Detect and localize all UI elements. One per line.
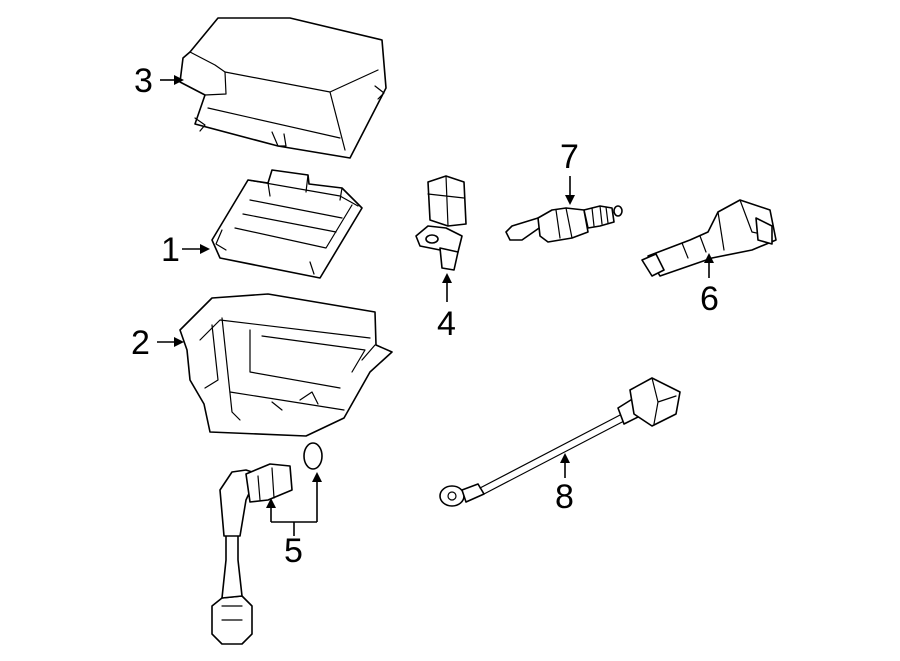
leader-8 — [560, 453, 570, 478]
leader-3 — [160, 75, 184, 85]
part-4-sensor[interactable] — [415, 175, 467, 271]
part-3-module-cover[interactable] — [179, 17, 387, 159]
part-7-spark-plug[interactable] — [505, 205, 623, 243]
leader-2 — [157, 337, 184, 347]
part-2-mounting-tray[interactable] — [179, 293, 393, 437]
callout-7: 7 — [560, 138, 579, 176]
callout-1: 1 — [161, 231, 180, 269]
callout-3: 3 — [134, 62, 153, 100]
callout-8: 8 — [555, 478, 574, 516]
part-5-position-sensor[interactable] — [211, 442, 323, 645]
leader-5 — [266, 472, 322, 536]
callout-6: 6 — [700, 280, 719, 318]
callout-5: 5 — [284, 532, 303, 570]
callout-2: 2 — [131, 324, 150, 362]
leader-6 — [704, 253, 714, 278]
part-6-ignition-coil[interactable] — [641, 199, 777, 277]
callout-4: 4 — [437, 305, 456, 343]
leader-1 — [182, 244, 210, 254]
part-1-ecu[interactable] — [211, 169, 363, 279]
leader-4 — [442, 273, 452, 302]
leader-7 — [565, 176, 575, 205]
part-8-knock-sensor[interactable] — [439, 377, 681, 507]
